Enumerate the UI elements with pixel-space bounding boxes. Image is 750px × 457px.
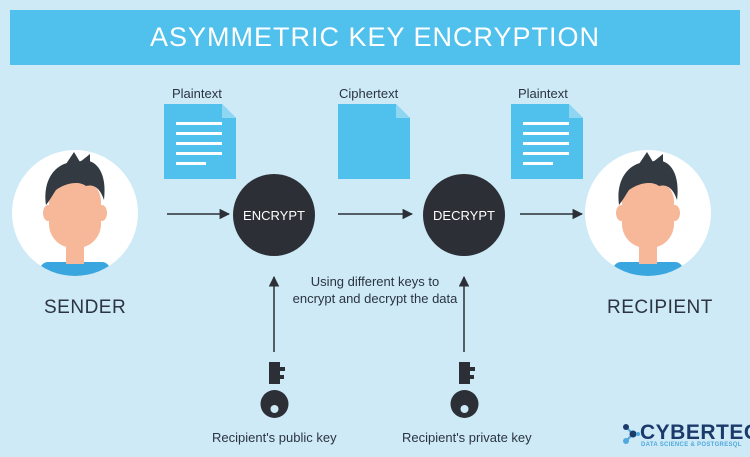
center-note: Using different keys to encrypt and decr… [292, 274, 458, 306]
logo-name: CYBERTEC [640, 421, 750, 444]
plaintext-label-left: Plaintext [172, 86, 222, 101]
public-key-label: Recipient's public key [212, 430, 337, 445]
encrypt-node [233, 174, 315, 256]
ciphertext-document [338, 104, 410, 179]
private-key-label: Recipient's private key [402, 430, 532, 445]
sender-avatar [12, 150, 138, 276]
plaintext-document-left [164, 104, 236, 179]
title-banner: ASYMMETRIC KEY ENCRYPTION [10, 10, 740, 65]
logo-tagline: DATA SCIENCE & POSTGRESQL [641, 442, 742, 448]
plaintext-label-right: Plaintext [518, 86, 568, 101]
key-icon [260, 362, 289, 418]
page-title: ASYMMETRIC KEY ENCRYPTION [149, 22, 601, 52]
plaintext-document-right [511, 104, 583, 179]
key-icon [450, 362, 479, 418]
recipient-label: RECIPIENT [607, 297, 713, 318]
cybertec-logo-icon [623, 424, 640, 444]
ciphertext-label: Ciphertext [339, 86, 399, 101]
decrypt-label: DECRYPT [433, 208, 495, 223]
encrypt-label: ENCRYPT [243, 208, 305, 223]
decrypt-node [423, 174, 505, 256]
sender-label: SENDER [44, 297, 127, 318]
recipient-avatar [585, 150, 711, 276]
